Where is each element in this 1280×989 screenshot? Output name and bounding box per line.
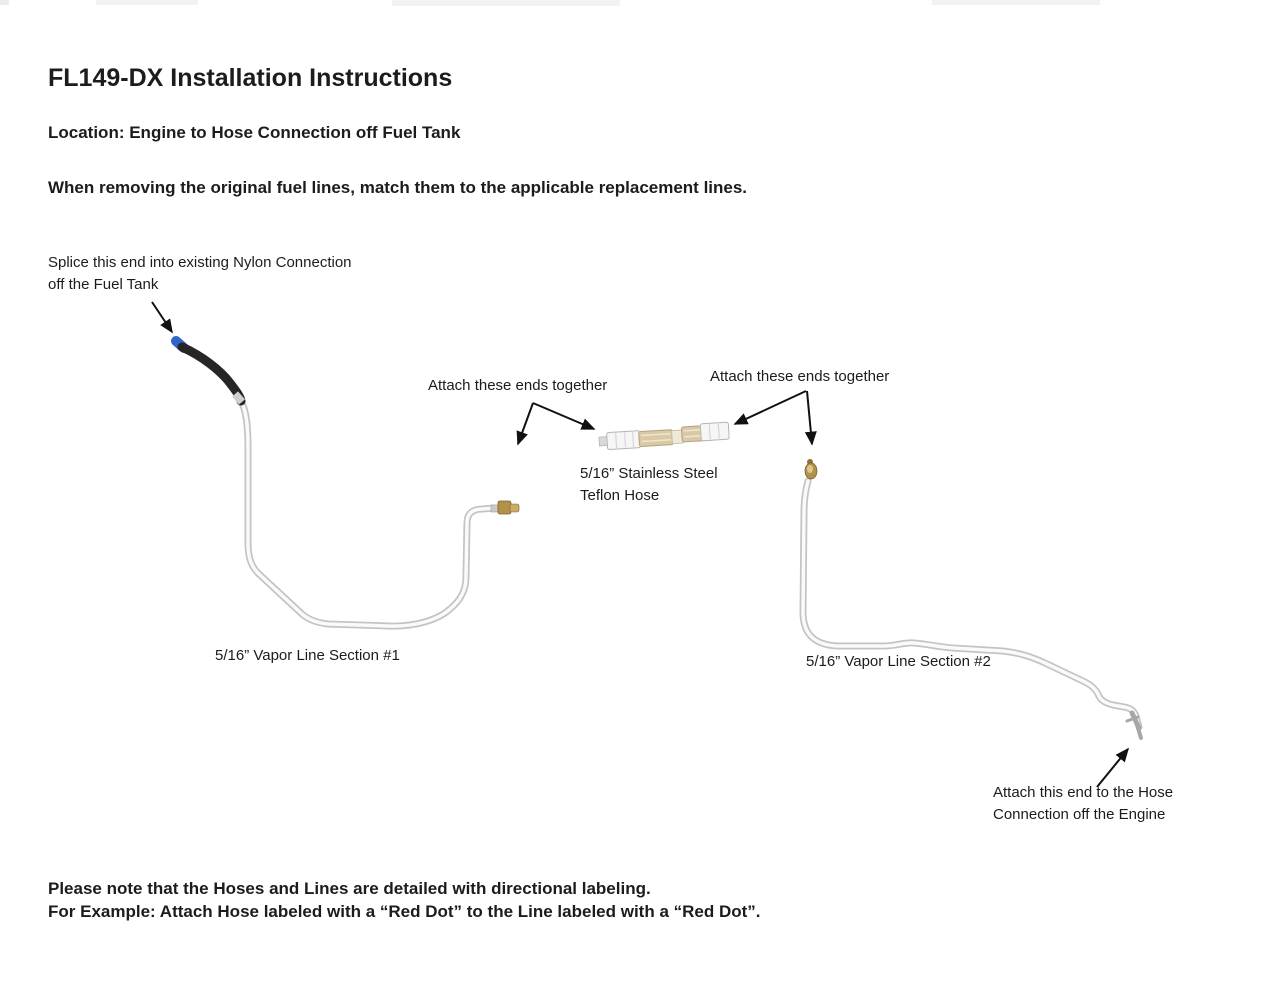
splice-arrow — [151, 301, 173, 334]
vapor-line-section-2 — [799, 477, 1143, 731]
engine-end-label-line2: Connection off the Engine — [993, 806, 1166, 823]
vapor-line-1-label: 5/16” Vapor Line Section #1 — [215, 647, 400, 664]
vapor-line-2-end-fitting — [1125, 710, 1143, 740]
page-title: FL149-DX Installation Instructions — [48, 64, 453, 92]
vapor-line-2-label: 5/16” Vapor Line Section #2 — [806, 653, 991, 670]
annotation-arrows — [151, 301, 1130, 788]
attach-right-arrow-to-hose — [733, 390, 807, 425]
scan-artifact — [392, 0, 620, 6]
attach-left-arrow-to-hose — [532, 402, 596, 430]
engine-end-label-line1: Attach this end to the Hose — [993, 784, 1174, 801]
splice-label-line1: Splice this end into existing Nylon Conn… — [48, 254, 352, 271]
fuel-tank-splice-hose — [171, 336, 246, 406]
vapor-line-1-end-fitting — [490, 500, 520, 515]
teflon-hose-label-line1: 5/16” Stainless Steel — [580, 465, 718, 482]
vapor-line-2-top-fitting — [804, 459, 818, 480]
attach-right-arrow-to-line2 — [804, 390, 817, 446]
engine-end-arrow — [1096, 747, 1130, 788]
location-line: Location: Engine to Hose Connection off … — [48, 123, 461, 142]
instruction-line: When removing the original fuel lines, m… — [48, 178, 748, 197]
footer-note: Please note that the Hoses and Lines are… — [48, 877, 761, 923]
footer-note-line1: Please note that the Hoses and Lines are… — [48, 879, 651, 898]
attach-ends-label-left: Attach these ends together — [428, 377, 608, 394]
vapor-line-section-1 — [236, 396, 498, 630]
scan-artifact — [0, 0, 9, 5]
splice-label-line2: off the Fuel Tank — [48, 276, 159, 293]
teflon-hose-label: 5/16” Stainless Steel Teflon Hose — [580, 463, 718, 507]
stainless-teflon-hose — [598, 421, 730, 450]
attach-left-arrow-to-line1 — [516, 402, 534, 446]
engine-end-label: Attach this end to the Hose Connection o… — [993, 782, 1173, 826]
attach-ends-label-right: Attach these ends together — [710, 368, 890, 385]
splice-label: Splice this end into existing Nylon Conn… — [48, 252, 352, 296]
footer-note-line2: For Example: Attach Hose labeled with a … — [48, 902, 761, 921]
scan-artifact — [932, 0, 1100, 5]
teflon-hose-label-line2: Teflon Hose — [580, 487, 660, 504]
scan-artifact — [96, 0, 198, 5]
